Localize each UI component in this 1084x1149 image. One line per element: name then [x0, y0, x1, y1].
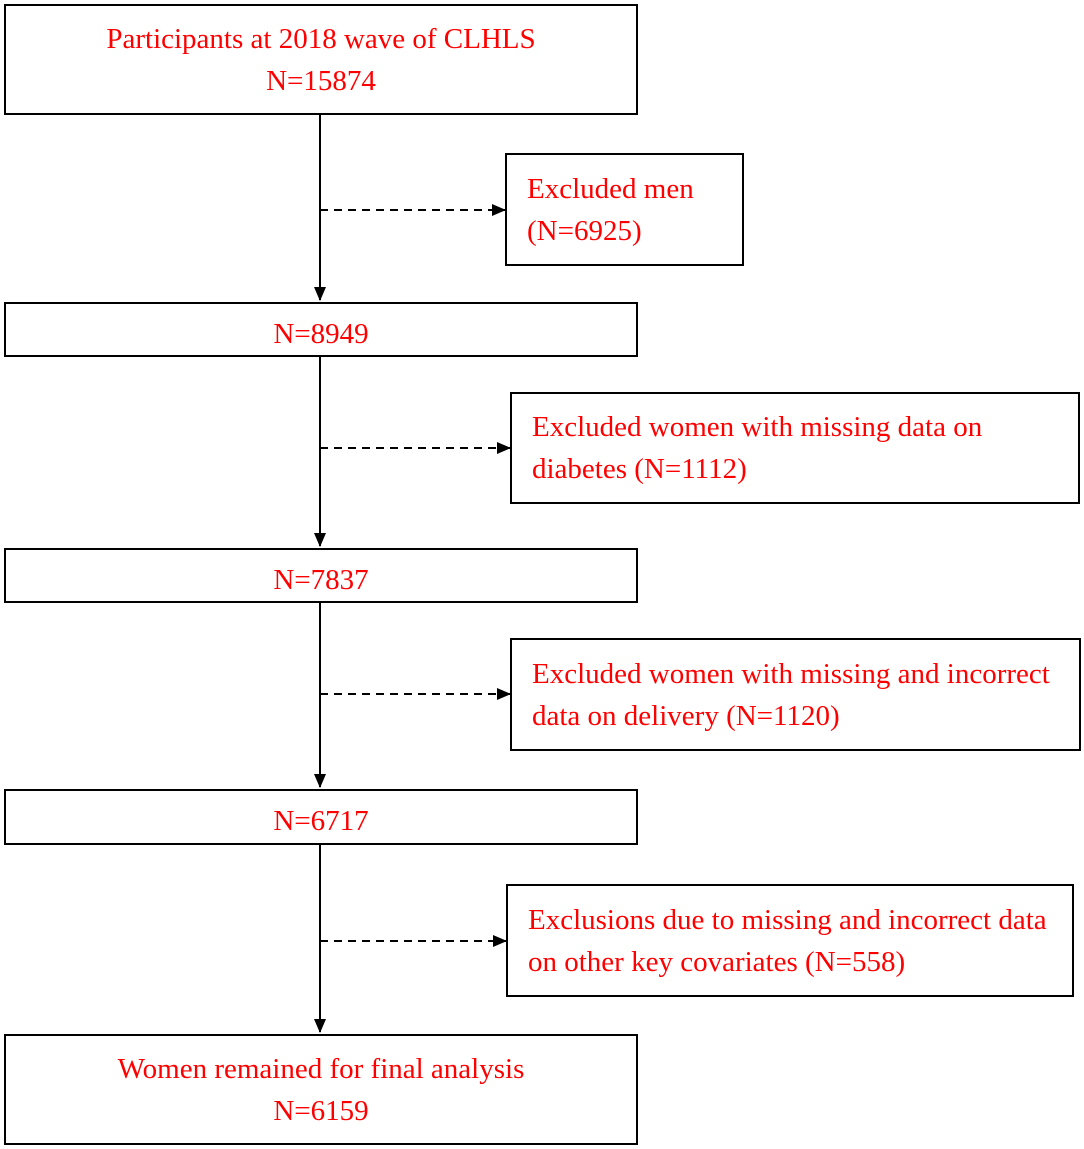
exclusion-diabetes-box: Excluded women with missing data on diab…	[510, 392, 1080, 504]
participants-title: Participants at 2018 wave of CLHLS	[106, 22, 536, 55]
step3-count: N=6717	[273, 805, 369, 837]
exclusion-covariates-count: on other key covariates (N=558)	[528, 945, 906, 978]
step2-box: N=7837	[4, 548, 638, 603]
exclusion-men-box: Excluded men (N=6925)	[505, 153, 744, 266]
participants-count: N=15874	[266, 64, 376, 97]
exclusion-covariates-box: Exclusions due to missing and incorrect …	[506, 884, 1074, 997]
exclusion-diabetes-text: Excluded women with missing data on	[532, 411, 983, 443]
exclusion-men-count: (N=6925)	[527, 214, 642, 247]
final-box: Women remained for final analysis N=6159	[4, 1034, 638, 1145]
step1-count: N=8949	[273, 317, 369, 350]
exclusion-diabetes-count: diabetes (N=1112)	[532, 453, 747, 485]
step2-count: N=7837	[273, 563, 369, 596]
step1-box: N=8949	[4, 302, 638, 357]
exclusion-delivery-box: Excluded women with missing and incorrec…	[510, 638, 1081, 751]
exclusion-men-text: Excluded men	[527, 172, 694, 205]
exclusion-delivery-text: Excluded women with missing and incorrec…	[532, 657, 1050, 690]
exclusion-delivery-count: data on delivery (N=1120)	[532, 699, 840, 732]
final-title: Women remained for final analysis	[117, 1052, 525, 1085]
participants-box: Participants at 2018 wave of CLHLS N=158…	[4, 4, 638, 115]
final-count: N=6159	[273, 1094, 369, 1127]
exclusion-covariates-text: Exclusions due to missing and incorrect …	[528, 903, 1047, 936]
step3-box: N=6717	[4, 789, 638, 845]
